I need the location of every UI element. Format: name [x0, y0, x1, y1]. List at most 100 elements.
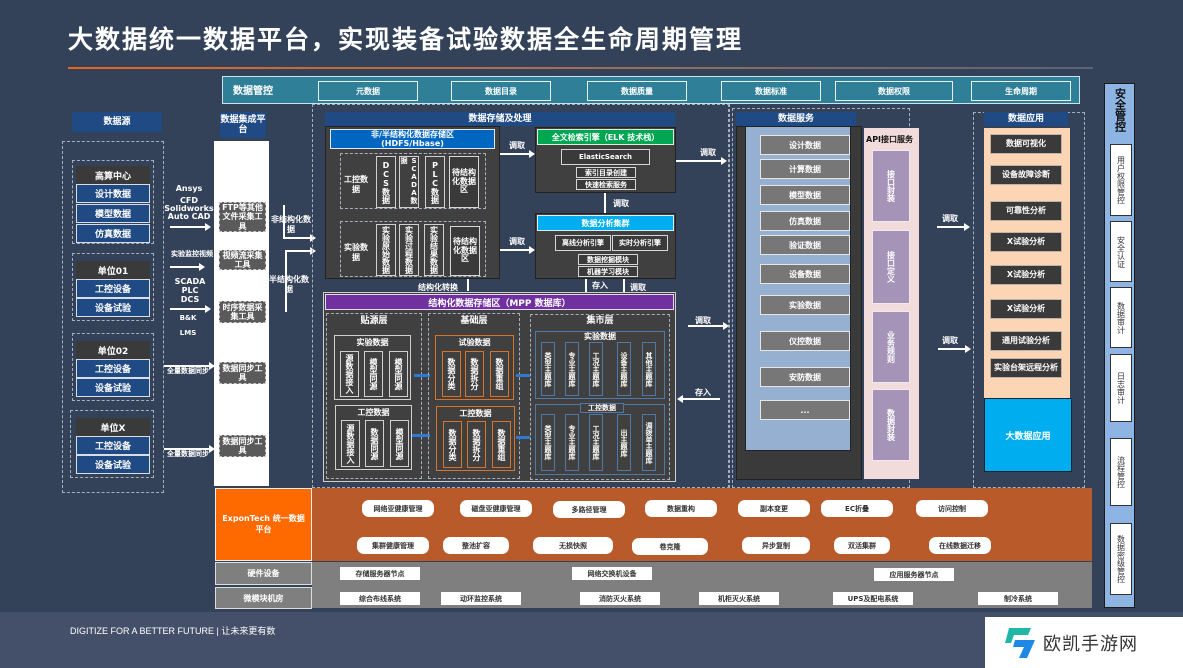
layer-item[interactable]: 专业主题库 — [565, 414, 579, 471]
security-item[interactable]: 日志审计 — [1110, 354, 1132, 422]
hardware-item[interactable]: 网络交换机设备 — [572, 567, 652, 580]
integration-tool[interactable]: 数据同步工具 — [219, 362, 266, 384]
layer-item[interactable]: 数据拆分 — [465, 351, 484, 397]
source-item[interactable]: 仿真数据 — [76, 224, 150, 243]
platform-feature[interactable]: 网络亚健康管理 — [362, 500, 434, 517]
source-item[interactable]: 设计数据 — [76, 184, 150, 203]
room-item[interactable]: 消防灭火系统 — [580, 592, 660, 605]
service-item[interactable]: 实验数据 — [760, 295, 850, 315]
elk-item[interactable]: 快速检索服务 — [576, 179, 636, 190]
layer-item[interactable]: 数据同源 — [365, 420, 384, 467]
elk-item[interactable]: ElasticSearch — [561, 149, 650, 165]
layer-item[interactable]: 模型同源 — [390, 420, 409, 467]
layer-item[interactable]: 数据拆分 — [467, 421, 486, 468]
integration-tool[interactable]: FTP等其他文件采集工具 — [219, 202, 266, 232]
storage-item[interactable]: 实验过程数据 — [399, 224, 419, 276]
elk-item[interactable]: 索引目录创建 — [576, 167, 636, 178]
app-item[interactable]: X试验分析 — [990, 299, 1062, 319]
analysis-module[interactable]: 机器学习模块 — [578, 266, 638, 277]
platform-feature[interactable]: 数据重构 — [645, 500, 717, 517]
app-item[interactable]: 数据可视化 — [990, 134, 1062, 154]
platform-feature[interactable]: 无损快照 — [533, 537, 613, 554]
governance-item[interactable]: 元数据 — [318, 81, 418, 101]
app-item[interactable]: X试验分析 — [990, 265, 1062, 285]
service-item[interactable]: 仿真数据 — [760, 211, 850, 231]
governance-item[interactable]: 数据质量 — [587, 81, 687, 101]
storage-item[interactable]: SCADA数据 — [399, 156, 419, 208]
layer-item[interactable]: 其他主题库 — [642, 342, 656, 396]
platform-feature[interactable]: 整池扩容 — [443, 537, 509, 554]
analysis-module[interactable]: 数据挖掘模块 — [578, 254, 638, 265]
api-item[interactable]: 接口定义 — [872, 230, 910, 304]
security-item[interactable]: 数据密级管控 — [1110, 523, 1132, 595]
service-item[interactable]: 验证数据 — [760, 235, 850, 255]
storage-item[interactable]: 待结构化数据区 — [449, 156, 479, 208]
source-item[interactable]: 模型数据 — [76, 204, 150, 223]
hardware-item[interactable]: 应用服务器节点 — [874, 568, 954, 581]
room-item[interactable]: 制冷系统 — [978, 592, 1058, 605]
source-item[interactable]: 设备试验 — [76, 298, 150, 317]
layer-item[interactable]: 设备主题库 — [617, 342, 631, 396]
storage-item[interactable]: PLC数据 — [425, 156, 445, 208]
service-item[interactable]: ... — [760, 400, 850, 420]
analysis-engine[interactable]: 离线分析引擎 — [555, 235, 611, 251]
layer-item[interactable]: 工况主题库 — [589, 414, 603, 471]
service-item[interactable]: 安防数据 — [760, 367, 850, 387]
governance-item[interactable]: 数据权限 — [835, 81, 953, 101]
layer-item[interactable]: 数据重组 — [490, 351, 509, 397]
room-item[interactable]: 动环监控系统 — [441, 592, 521, 605]
security-item[interactable]: 流程管控 — [1110, 438, 1132, 506]
integration-tool[interactable]: 时序数据采集工具 — [219, 301, 266, 323]
layer-item[interactable]: 出主题库 — [617, 414, 631, 471]
platform-feature[interactable]: 访问控制 — [916, 500, 988, 517]
api-item[interactable]: 数据封装 — [872, 389, 910, 461]
api-item[interactable]: 接口封装 — [872, 150, 910, 222]
layer-item[interactable]: 专业主题库 — [565, 342, 579, 396]
integration-tool[interactable]: 数据同步工具 — [219, 435, 266, 457]
service-item[interactable]: 设备数据 — [760, 264, 850, 284]
platform-feature[interactable]: 双活集群 — [834, 537, 890, 554]
platform-feature[interactable]: 卷克隆 — [632, 538, 708, 555]
platform-feature[interactable]: 磁盘亚健康管理 — [460, 500, 532, 517]
layer-item[interactable]: 源数据接入 — [341, 420, 360, 467]
storage-item[interactable]: DCS数据 — [376, 156, 396, 208]
service-item[interactable]: 设计数据 — [760, 135, 850, 155]
integration-tool[interactable]: 视频流采集工具 — [219, 250, 266, 270]
layer-item[interactable]: 调拨单主题库 — [642, 414, 656, 471]
service-item[interactable]: 模型数据 — [760, 185, 850, 205]
layer-item[interactable]: 源数据接入 — [340, 351, 359, 397]
app-item[interactable]: 通用试验分析 — [990, 331, 1062, 351]
layer-item[interactable]: 类型主题库 — [541, 342, 555, 396]
room-item[interactable]: UPS及配电系统 — [833, 592, 913, 605]
layer-item[interactable]: 模型同源 — [389, 351, 408, 397]
app-item[interactable]: X试验分析 — [990, 232, 1062, 252]
bigdata-app[interactable]: 大数据应用 — [984, 398, 1072, 472]
storage-item[interactable]: 实验结果数据 — [424, 224, 444, 276]
source-item[interactable]: 设备试验 — [76, 378, 150, 397]
app-item[interactable]: 设备故障诊断 — [990, 165, 1062, 185]
room-item[interactable]: 机柜灭火系统 — [699, 592, 779, 605]
security-item[interactable]: 用户权限管控 — [1110, 144, 1132, 216]
room-item[interactable]: 综合布线系统 — [340, 592, 420, 605]
analysis-engine[interactable]: 实时分析引擎 — [612, 235, 668, 251]
layer-item[interactable]: 数据分类 — [443, 421, 462, 468]
api-item[interactable]: 业务规则 — [872, 311, 910, 383]
source-item[interactable]: 工控设备 — [76, 436, 150, 455]
platform-feature[interactable]: 副本变更 — [738, 500, 810, 517]
layer-item[interactable]: 模型同源 — [364, 351, 383, 397]
hardware-item[interactable]: 存储服务器节点 — [340, 567, 420, 580]
platform-feature[interactable]: 集群健康管理 — [357, 537, 429, 554]
layer-item[interactable]: 类型主题库 — [541, 414, 555, 471]
platform-feature[interactable]: 在线数据迁移 — [929, 537, 991, 554]
platform-feature[interactable]: 多路径管理 — [553, 501, 625, 518]
storage-item[interactable]: 待结构化数据区 — [450, 226, 480, 276]
source-item[interactable]: 工控设备 — [76, 359, 150, 378]
platform-feature[interactable]: EC折叠 — [821, 500, 893, 517]
platform-feature[interactable]: 异步复制 — [742, 537, 810, 554]
app-item[interactable]: 实验台架远程分析 — [990, 358, 1062, 378]
governance-item[interactable]: 数据目录 — [451, 81, 551, 101]
app-item[interactable]: 可靠性分析 — [990, 201, 1062, 221]
service-item[interactable]: 计算数据 — [760, 159, 850, 179]
governance-item[interactable]: 数据标准 — [721, 81, 821, 101]
layer-item[interactable]: 数据重组 — [492, 421, 511, 468]
